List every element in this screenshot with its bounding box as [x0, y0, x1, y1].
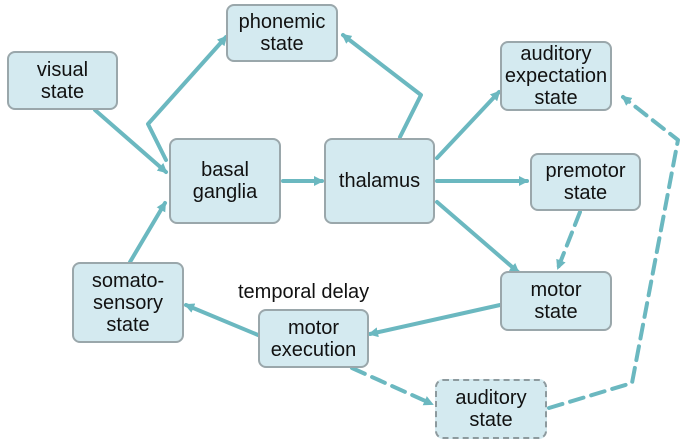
arrow-thalamus-to-phonemic	[341, 33, 423, 139]
visual-state-node: visual state	[7, 51, 118, 110]
somatosensory-state-node: somato- sensory state	[72, 262, 184, 343]
arrow-thalamus-to-motor	[435, 200, 520, 274]
thalamus-node: thalamus	[324, 138, 435, 224]
phonemic-state-node: phonemic state	[226, 4, 338, 62]
arrow-basal-ganglia-to-phonemic	[146, 35, 228, 162]
arrow-premotor-to-motor	[556, 210, 582, 270]
arrow-thalamus-to-auditory-expectation	[435, 90, 501, 160]
arrow-motor-execution-to-somatosensory	[184, 303, 260, 337]
arrow-motor-execution-to-auditory	[350, 366, 434, 406]
arrow-somatosensory-to-basal-ganglia	[128, 201, 167, 264]
arrow-auditory-to-auditory-expectation	[547, 95, 680, 410]
motor-state-node: motor state	[500, 271, 612, 331]
arrow-motor-to-motor-execution	[368, 303, 502, 338]
auditory-state-node: auditory state	[435, 379, 547, 439]
temporal-delay-label: temporal delay	[238, 281, 370, 303]
premotor-state-node: premotor state	[530, 153, 641, 211]
arrow-visual-to-basal-ganglia	[93, 108, 168, 174]
basal-ganglia-node: basal ganglia	[169, 138, 281, 224]
auditory-expectation-state-node: auditory expectation state	[500, 41, 612, 111]
motor-execution-node: motor execution	[258, 309, 369, 368]
